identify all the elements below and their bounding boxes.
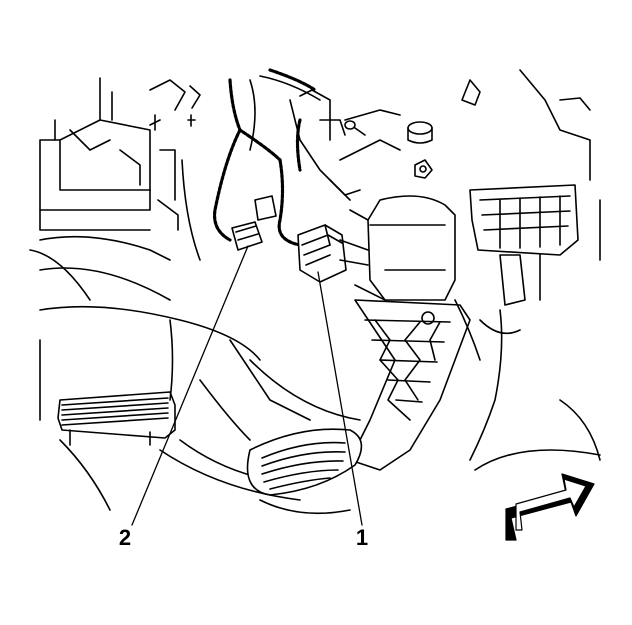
- callout-label-1: 1: [356, 525, 368, 550]
- right-panel: [454, 69, 601, 471]
- dash-structure: [39, 77, 201, 301]
- pedal-bracket: [249, 75, 433, 201]
- pedal-pad: [246, 428, 363, 496]
- connector-2: [231, 195, 277, 251]
- callout-1-leader: [317, 271, 363, 526]
- callout-label-2: 2: [119, 525, 131, 550]
- lower-floor: [159, 339, 361, 515]
- callout-2-leader: [131, 245, 249, 526]
- accelerator-pedal-arm: [349, 299, 471, 471]
- wiring-harness: [212, 68, 317, 247]
- pedal-sensor-housing: [339, 195, 456, 301]
- foot-rest: [57, 391, 176, 446]
- callout-leaders: [131, 245, 363, 526]
- connector-1: [297, 224, 347, 283]
- direction-arrow-icon: [505, 473, 595, 541]
